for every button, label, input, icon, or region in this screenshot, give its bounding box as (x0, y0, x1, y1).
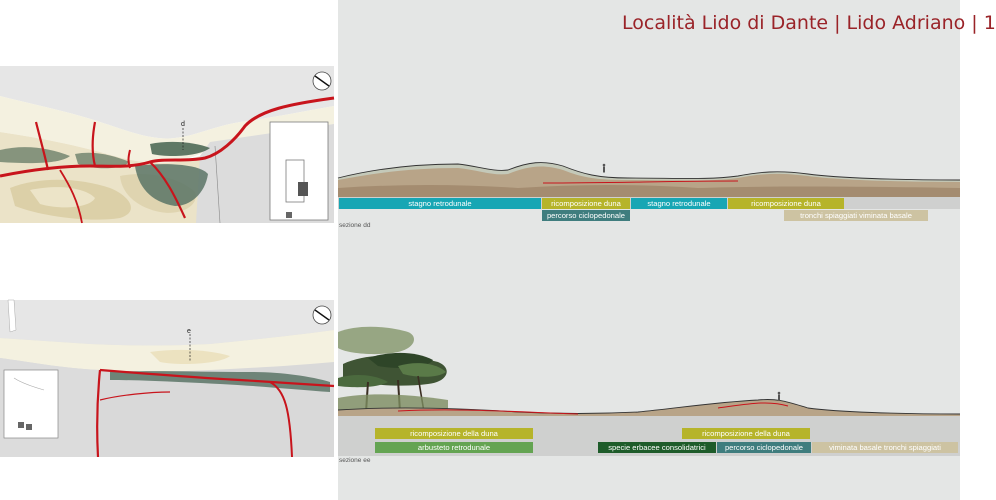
page-title: Località Lido di Dante | Lido Adriano | … (622, 12, 996, 34)
label-percorso-ciclopedonale-dd: percorso ciclopedonale (542, 210, 630, 221)
section-marker-d: d (181, 121, 185, 128)
caption-sezione-ee: sezione ee (339, 457, 371, 464)
label-tronchi-spiaggiati: tronchi spiaggiati viminata basale (784, 210, 928, 221)
label-stagno-retrodunale-2: stagno retrodunale (631, 198, 727, 209)
label-ricomposizione-duna-2: ricomposizione duna (728, 198, 844, 209)
north-arrow-icon (312, 71, 332, 91)
site-plan-ee: e (0, 299, 335, 458)
label-viminata-basale: viminata basale tronchi spiaggiati (812, 442, 958, 453)
cross-section-dd-drawing (337, 162, 961, 200)
person-silhouette-icon (602, 163, 606, 173)
label-ricomposizione-della-duna-2: ricomposizione della duna (682, 428, 810, 439)
label-specie-erbacee: specie erbacee consolidatrici (598, 442, 716, 453)
caption-sezione-dd: sezione dd (339, 222, 371, 229)
person-silhouette-icon (777, 391, 781, 401)
pine-trees-illustration (338, 326, 448, 413)
section-marker-e: e (187, 328, 191, 335)
label-arbusteto-retrodunale: arbusteto retrodunale (375, 442, 533, 453)
cross-section-ee-drawing (337, 326, 961, 418)
label-stagno-retrodunale-1: stagno retrodunale (339, 198, 541, 209)
label-ricomposizione-duna-1: ricomposizione duna (542, 198, 630, 209)
north-arrow-icon (312, 305, 332, 325)
label-ricomposizione-della-duna-1: ricomposizione della duna (375, 428, 533, 439)
label-percorso-ciclopedonale-ee: percorso ciclopedonale (717, 442, 811, 453)
site-plan-dd: d (0, 66, 335, 224)
